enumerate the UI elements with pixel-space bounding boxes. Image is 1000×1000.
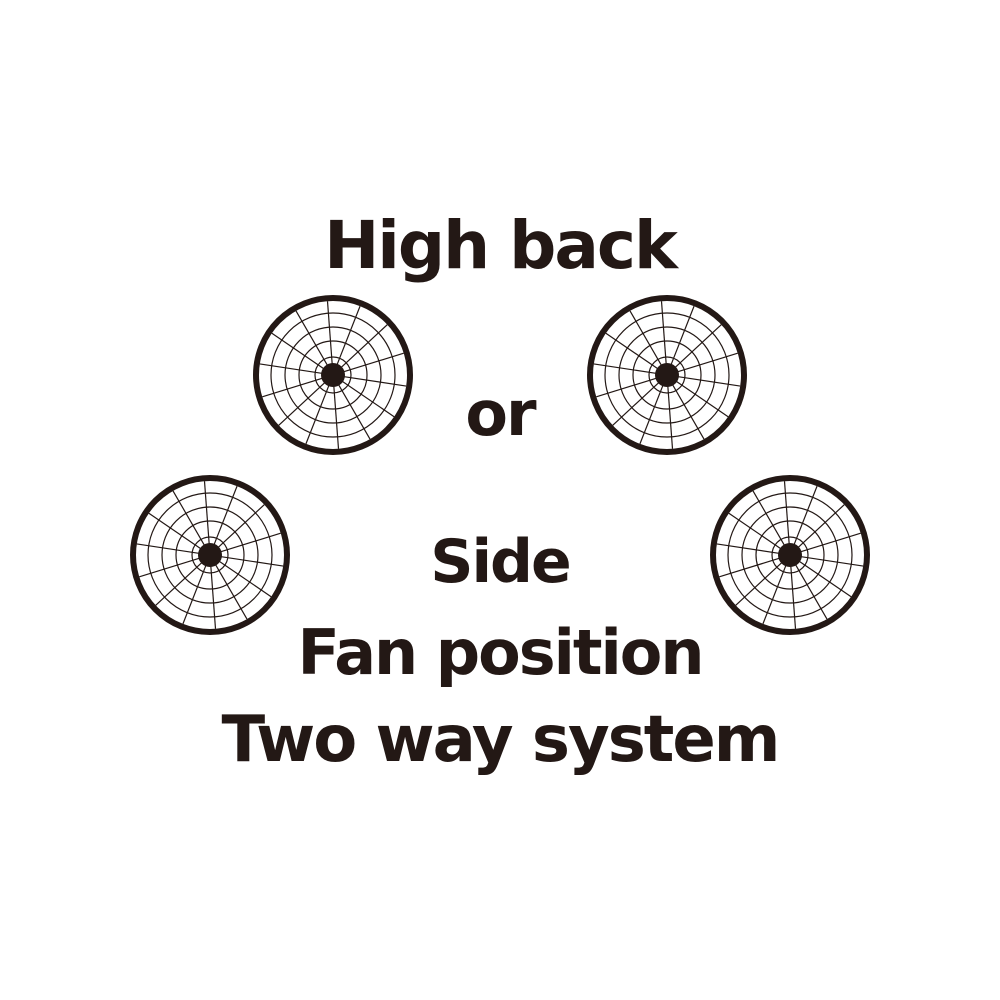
or-label: or: [465, 377, 536, 450]
fan-position-label: Fan position: [297, 616, 704, 689]
fan-icon: [130, 475, 290, 635]
fan-icon: [587, 295, 747, 455]
two-way-system-label: Two way system: [221, 703, 781, 777]
high-back-label: High back: [324, 207, 678, 284]
fan-icon: [710, 475, 870, 635]
side-label: Side: [430, 527, 571, 597]
fan-icon: [253, 295, 413, 455]
